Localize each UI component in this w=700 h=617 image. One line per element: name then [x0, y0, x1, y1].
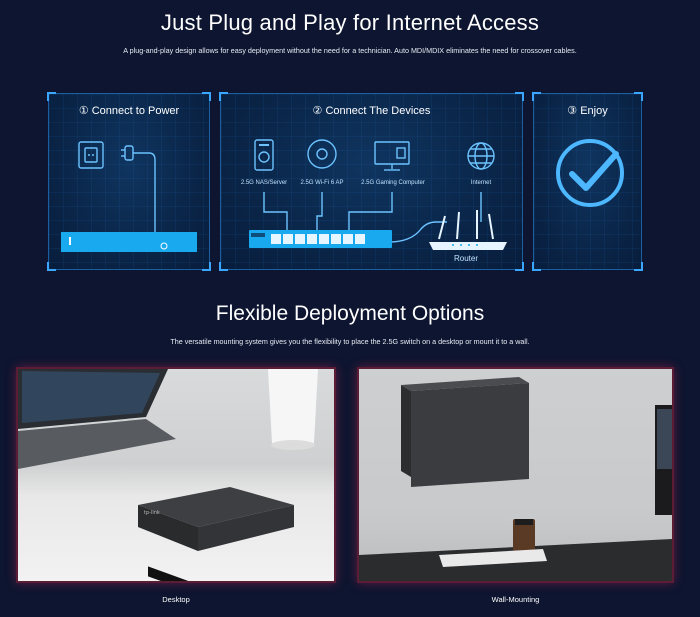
panel-enjoy: ③ Enjoy	[532, 92, 643, 271]
devices-illustration	[249, 139, 507, 250]
power-plug-icon	[121, 145, 161, 247]
desktop-photo: tp-link	[18, 369, 334, 581]
panel-connect-devices: ② Connect The Devices	[219, 92, 524, 271]
panel-title-connect-devices: ② Connect The Devices	[312, 105, 431, 117]
wall-mount-scene	[359, 377, 672, 581]
internet-globe-icon	[467, 142, 495, 170]
device-label-ap: 2.5G Wi-Fi 6 AP	[300, 180, 344, 186]
section-description-plug-and-play: A plug-and-play design allows for easy d…	[123, 46, 577, 55]
section-description-deployment: The versatile mounting system gives you …	[170, 337, 530, 346]
switch-front-bar	[61, 232, 197, 252]
nas-server-icon	[254, 139, 274, 171]
desktop-scene: tp-link	[18, 369, 318, 581]
caption-desktop: Desktop	[162, 595, 190, 604]
panel-connect-power: ① Connect to Power	[47, 92, 211, 271]
section-title-plug-and-play: Just Plug and Play for Internet Access	[160, 10, 540, 35]
section-title-deployment: Flexible Deployment Options	[215, 302, 485, 325]
router-icon	[429, 210, 507, 250]
network-switch-icon	[249, 230, 392, 248]
panel-title-enjoy: ③ Enjoy	[567, 105, 608, 117]
caption-wall-mounting: Wall-Mounting	[491, 595, 540, 604]
device-label-nas: 2.5G NAS/Server	[240, 180, 288, 186]
checkmark-badge-icon	[556, 139, 624, 207]
gaming-computer-icon	[374, 141, 410, 171]
power-illustration	[61, 141, 197, 252]
router-label: Router	[453, 254, 478, 263]
panel-title-connect-power: ① Connect to Power	[78, 105, 180, 117]
wifi-ap-icon	[307, 139, 337, 169]
device-label-gaming: 2.5G Gaming Computer	[361, 180, 425, 186]
wall-mount-photo	[359, 369, 672, 581]
svg-text:tp-link: tp-link	[144, 510, 160, 516]
wall-outlet-icon	[78, 141, 104, 169]
device-label-internet: Internet	[470, 180, 492, 186]
